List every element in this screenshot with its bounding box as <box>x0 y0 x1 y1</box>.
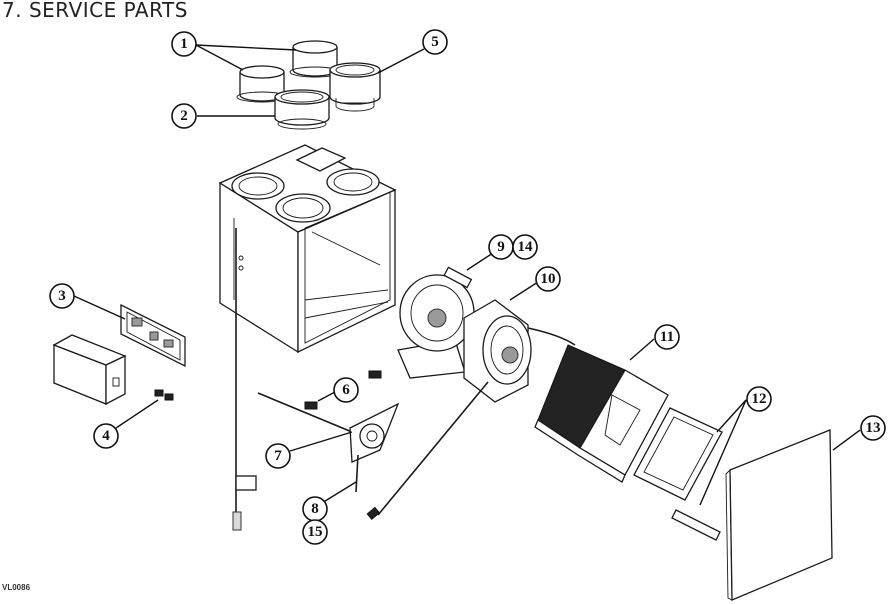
callout-5: 5 <box>422 29 448 55</box>
control-board <box>120 303 186 368</box>
blower-assembly-rear <box>463 299 576 403</box>
svg-text:14: 14 <box>518 239 534 255</box>
svg-text:5: 5 <box>431 34 439 50</box>
callout-10: 10 <box>535 266 561 292</box>
callout-8: 8 <box>302 496 328 522</box>
callout-3: 3 <box>49 283 75 309</box>
svg-text:13: 13 <box>866 420 881 436</box>
heat-recovery-core <box>534 344 669 483</box>
callout-15: 15 <box>302 519 328 545</box>
svg-text:11: 11 <box>660 329 674 345</box>
svg-text:4: 4 <box>102 428 110 444</box>
air-filter <box>633 407 723 541</box>
blower-cable <box>366 381 489 520</box>
access-door <box>725 429 833 601</box>
collar-top-left <box>236 65 288 103</box>
terminal-connector <box>154 389 174 401</box>
callout-9: 9 <box>488 234 514 260</box>
svg-text:9: 9 <box>497 239 505 255</box>
small-connector <box>304 370 382 410</box>
svg-text:1: 1 <box>180 36 188 52</box>
callout-7: 7 <box>265 443 291 469</box>
callout-1: 1 <box>171 31 197 57</box>
callout-6: 6 <box>333 377 359 403</box>
callout-14: 14 <box>512 234 538 260</box>
damper-motor <box>349 402 400 493</box>
callout-11: 11 <box>654 324 680 350</box>
power-cord <box>232 228 257 531</box>
callout-13: 13 <box>860 415 886 441</box>
blower-assembly-front <box>397 266 475 379</box>
damper-rod <box>257 392 353 433</box>
svg-text:15: 15 <box>308 524 323 540</box>
svg-text:8: 8 <box>311 501 319 517</box>
page-title: 7. SERVICE PARTS <box>2 0 188 22</box>
svg-text:7: 7 <box>274 448 282 464</box>
callout-4: 4 <box>93 423 119 449</box>
svg-text:2: 2 <box>180 108 188 124</box>
svg-text:3: 3 <box>58 288 66 304</box>
callout-12: 12 <box>746 386 772 412</box>
callout-2: 2 <box>171 103 197 129</box>
svg-text:10: 10 <box>541 271 556 287</box>
drawing-reference: VL0086 <box>2 583 31 592</box>
svg-text:6: 6 <box>342 382 350 398</box>
collar-damper <box>329 62 381 112</box>
transformer-box <box>52 334 127 406</box>
svg-text:12: 12 <box>752 391 767 407</box>
unit-cabinet <box>218 144 397 354</box>
collar-bottom <box>274 89 330 130</box>
